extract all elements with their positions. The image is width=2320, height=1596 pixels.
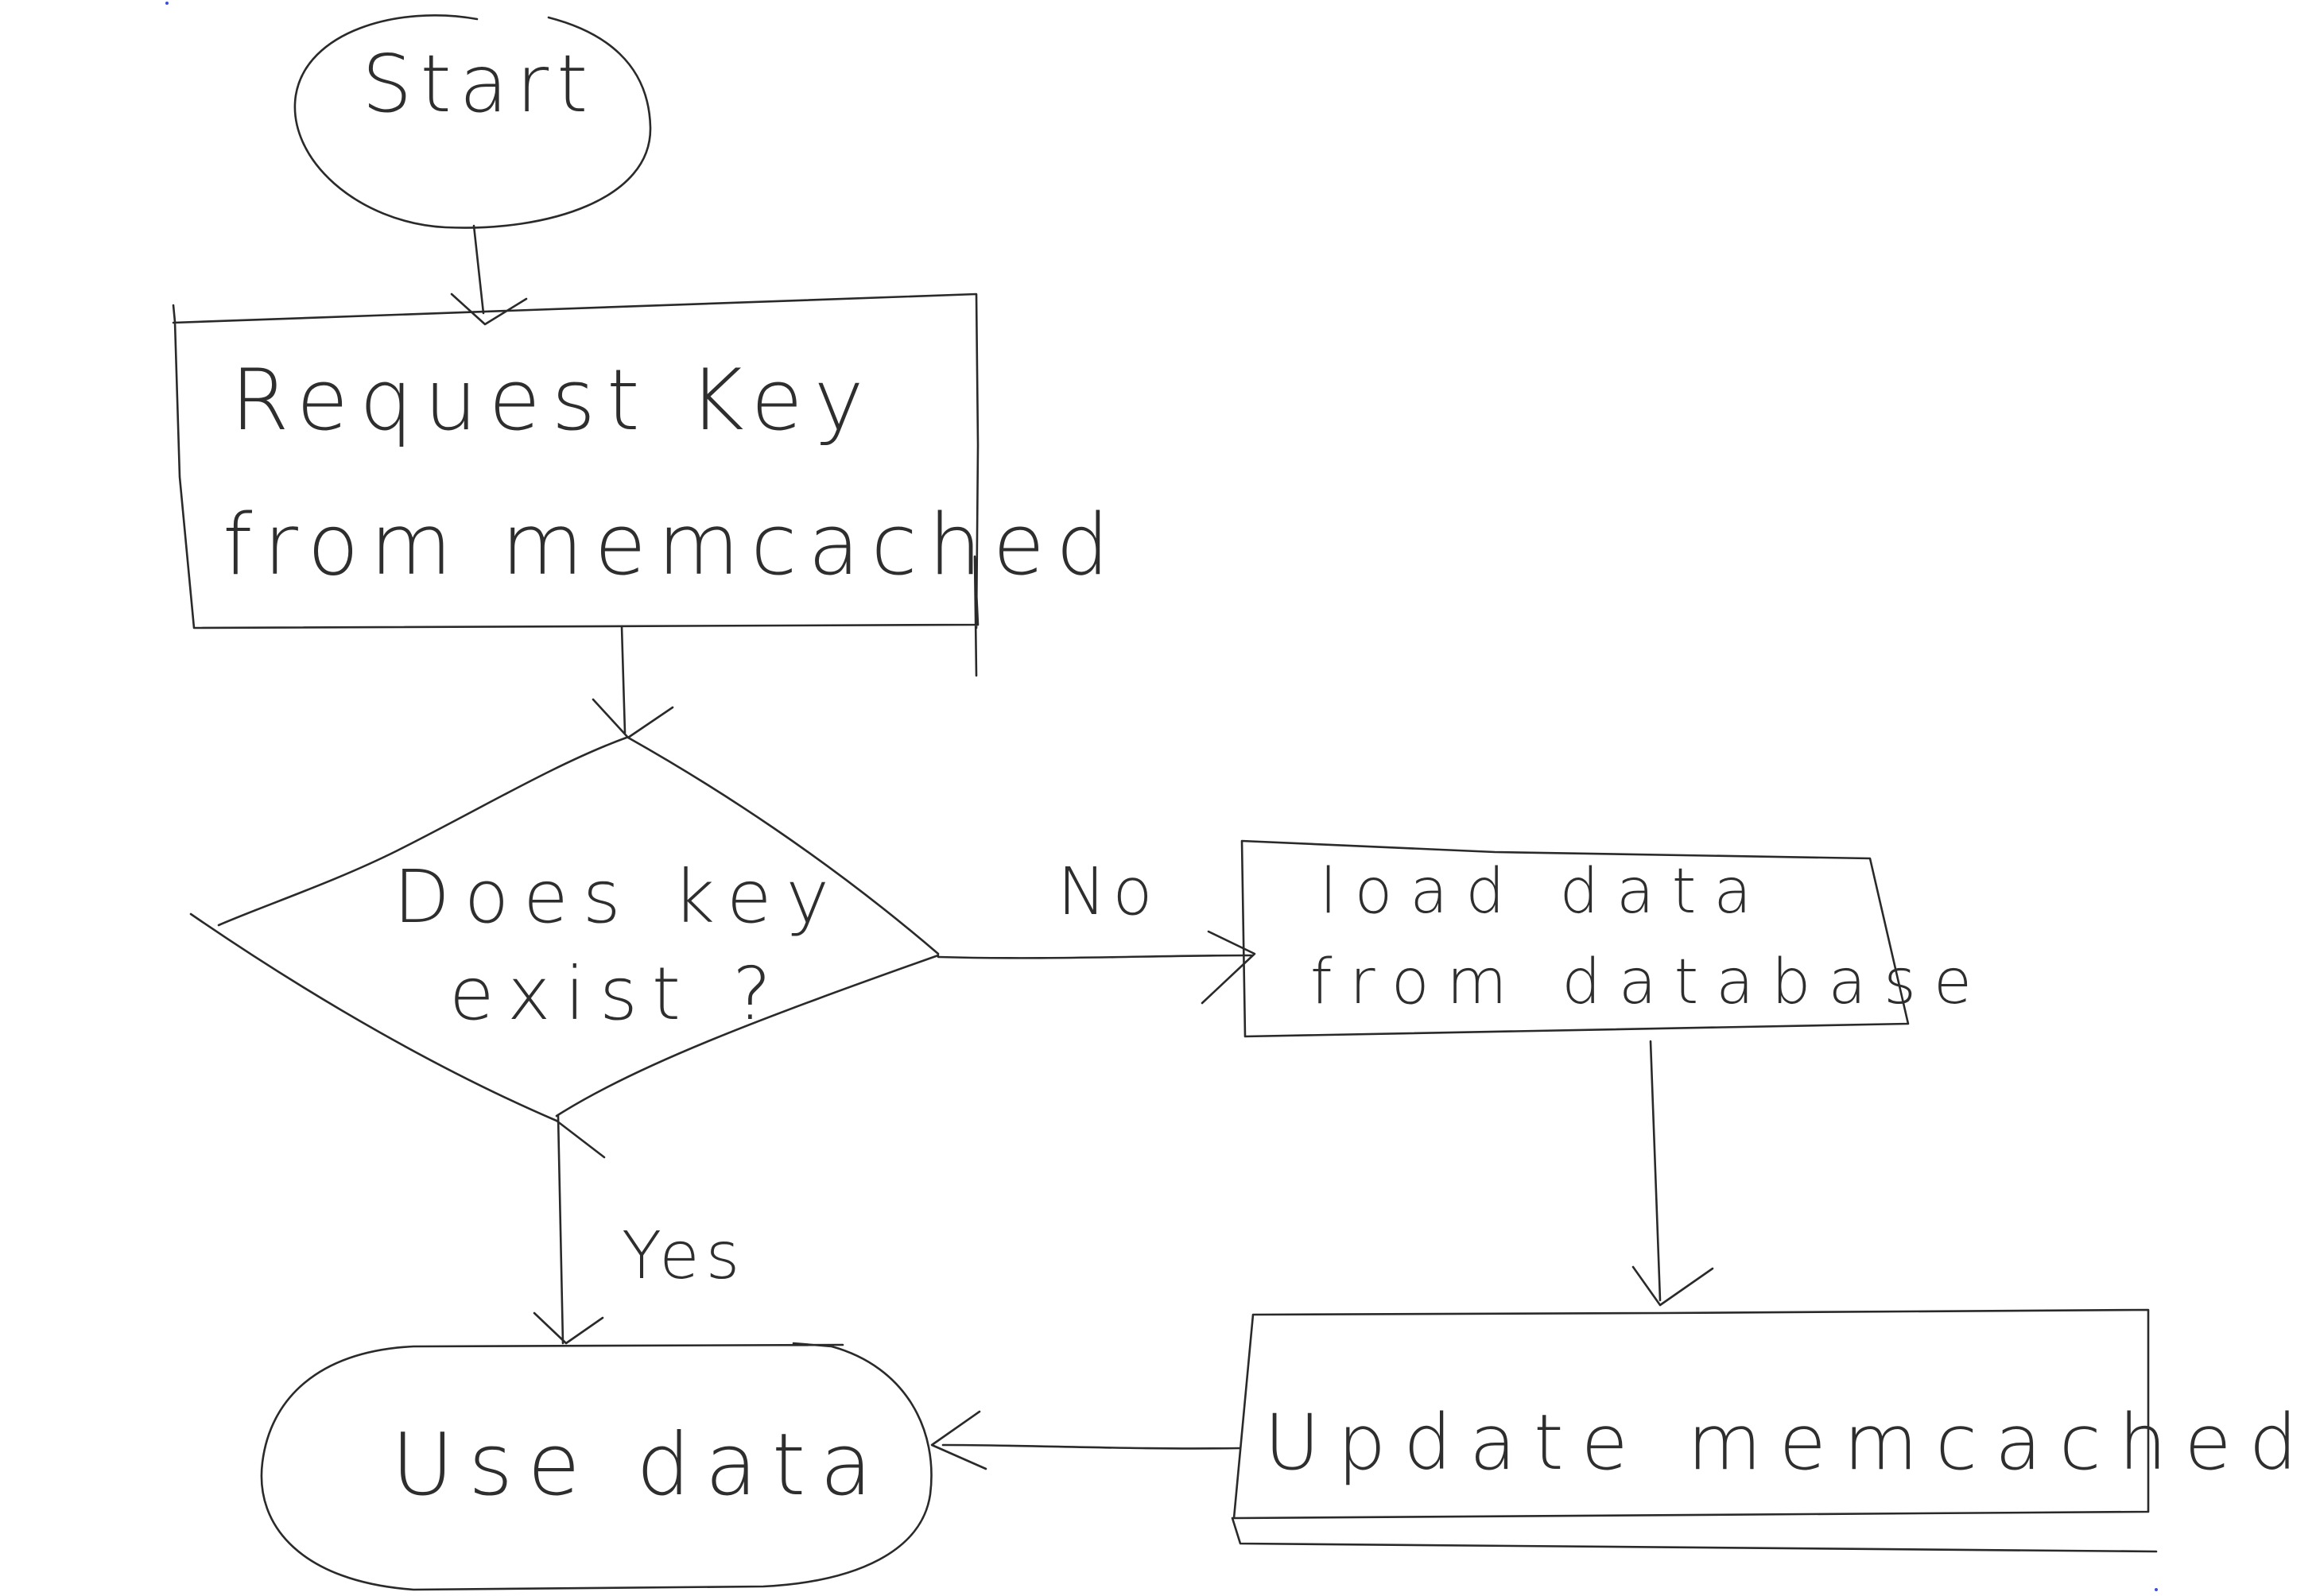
decision-label-line1: Does key <box>394 854 844 939</box>
arrow-load-to-update <box>1631 1040 1714 1307</box>
request-node: Request Key from memcached <box>172 292 1120 677</box>
use-label: Use data <box>391 1416 886 1515</box>
arrow-request-to-decision <box>592 625 674 739</box>
no-label: No <box>1057 854 1159 930</box>
update-box <box>1231 1308 2158 1553</box>
arrow-update-to-use <box>930 1410 1242 1470</box>
load-node: load data from database <box>1240 839 1989 1038</box>
corner-dot-bottom-right <box>2155 1588 2158 1591</box>
load-label-line1: load data <box>1320 856 1769 928</box>
arrow-decision-to-use: Yes <box>533 1114 746 1345</box>
load-box <box>1240 839 1910 1038</box>
start-ellipse <box>293 14 652 229</box>
arrow-decision-to-load: No <box>937 854 1256 1005</box>
request-label-line1: Request Key <box>231 351 875 449</box>
start-label: Start <box>362 37 596 130</box>
use-node: Use data <box>260 1342 933 1591</box>
update-label: Update memcached <box>1264 1398 2315 1487</box>
use-shape <box>260 1342 933 1591</box>
update-node: Update memcached <box>1231 1308 2315 1553</box>
yes-label: Yes <box>622 1218 746 1294</box>
request-label-line2: from memcached <box>223 496 1120 594</box>
decision-diamond <box>189 736 940 1159</box>
corner-dot-top-left <box>165 2 169 5</box>
load-label-line2: from database <box>1310 947 1989 1018</box>
decision-node: Does key exist ? <box>189 736 940 1159</box>
decision-label-line2: exist ? <box>449 951 786 1036</box>
arrow-start-to-request <box>450 224 528 326</box>
start-node: Start <box>293 14 652 229</box>
request-box <box>172 292 980 677</box>
